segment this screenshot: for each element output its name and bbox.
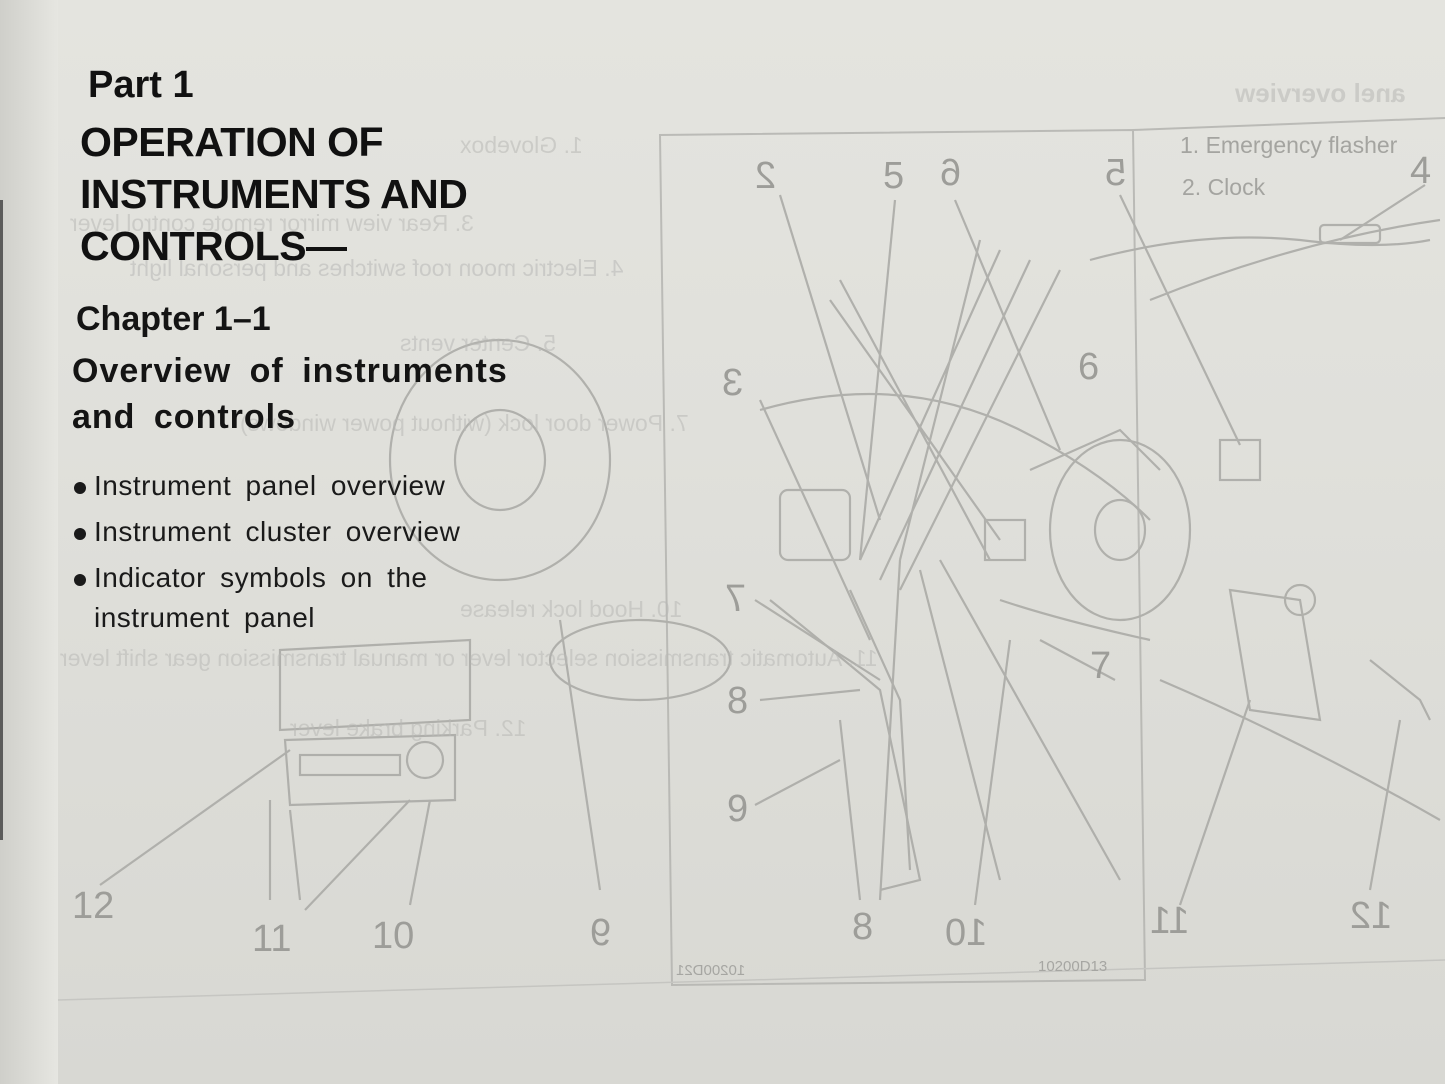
bullet-icon bbox=[74, 574, 86, 586]
topic-text: Indicator symbols on the instrument pane… bbox=[94, 562, 428, 633]
callout-number: 10 bbox=[372, 915, 415, 957]
page-title-line: INSTRUMENTS AND bbox=[80, 171, 468, 217]
bleed-item: 12. Parking brake lever bbox=[290, 715, 527, 741]
bullet-icon bbox=[74, 528, 86, 540]
page-edge bbox=[0, 200, 3, 840]
callout-number: 9 bbox=[727, 788, 749, 830]
callout-number: 3 bbox=[722, 362, 744, 404]
callout-number: 11 bbox=[1150, 900, 1190, 942]
callout-number: 7 bbox=[1090, 645, 1112, 687]
topic-item: Indicator symbols on the instrument pane… bbox=[70, 558, 494, 638]
callout-number: 4 bbox=[1410, 150, 1432, 192]
page-gutter bbox=[0, 0, 58, 1084]
part-label: Part 1 bbox=[88, 64, 194, 106]
topic-item: Instrument cluster overview bbox=[70, 512, 564, 552]
callout-number: 12 bbox=[72, 885, 115, 927]
chapter-title-line: and controls bbox=[72, 398, 297, 436]
callout-number: 2 bbox=[755, 155, 777, 197]
topic-list: Instrument panel overview Instrument clu… bbox=[70, 466, 564, 644]
callout-number: 6 bbox=[1078, 346, 1100, 388]
list-item-right: 1. Emergency flasher bbox=[1180, 132, 1398, 158]
topic-item: Instrument panel overview bbox=[70, 466, 564, 506]
chapter-label: Chapter 1–1 bbox=[76, 300, 271, 338]
bleed-item: 11. Automatic transmission selector leve… bbox=[60, 645, 878, 671]
bleed-item: 1. Glovebox bbox=[460, 132, 583, 158]
page-title: OPERATION OF INSTRUMENTS AND CONTROLS— bbox=[80, 116, 468, 272]
callout-number: 11 bbox=[252, 918, 292, 960]
callout-number: 6 bbox=[940, 152, 962, 194]
callout-number: 7 bbox=[725, 578, 747, 620]
figure-code: 10200D21 bbox=[676, 962, 746, 979]
callout-number: 8 bbox=[852, 906, 874, 948]
page-title-line: CONTROLS— bbox=[80, 223, 347, 269]
callout-number: 9 bbox=[590, 912, 612, 954]
chapter-title: Overview of instruments and controls bbox=[72, 348, 508, 440]
callout-number: 8 bbox=[727, 680, 749, 722]
figure-code: 10200D13 bbox=[1038, 958, 1108, 975]
topic-text: Instrument cluster overview bbox=[94, 516, 461, 547]
chapter-title-line: Overview of instruments bbox=[72, 352, 508, 390]
bullet-icon bbox=[74, 482, 86, 494]
page-title-line: OPERATION OF bbox=[80, 119, 384, 165]
bleed-header: anel overview bbox=[1235, 78, 1406, 108]
callout-number: 10 bbox=[945, 912, 988, 954]
list-item-right: 2. Clock bbox=[1182, 174, 1266, 200]
callout-number: 5 bbox=[883, 155, 905, 197]
topic-text: Instrument panel overview bbox=[94, 470, 446, 501]
callout-number: 5 bbox=[1105, 152, 1127, 194]
callout-number: 12 bbox=[1350, 895, 1393, 937]
